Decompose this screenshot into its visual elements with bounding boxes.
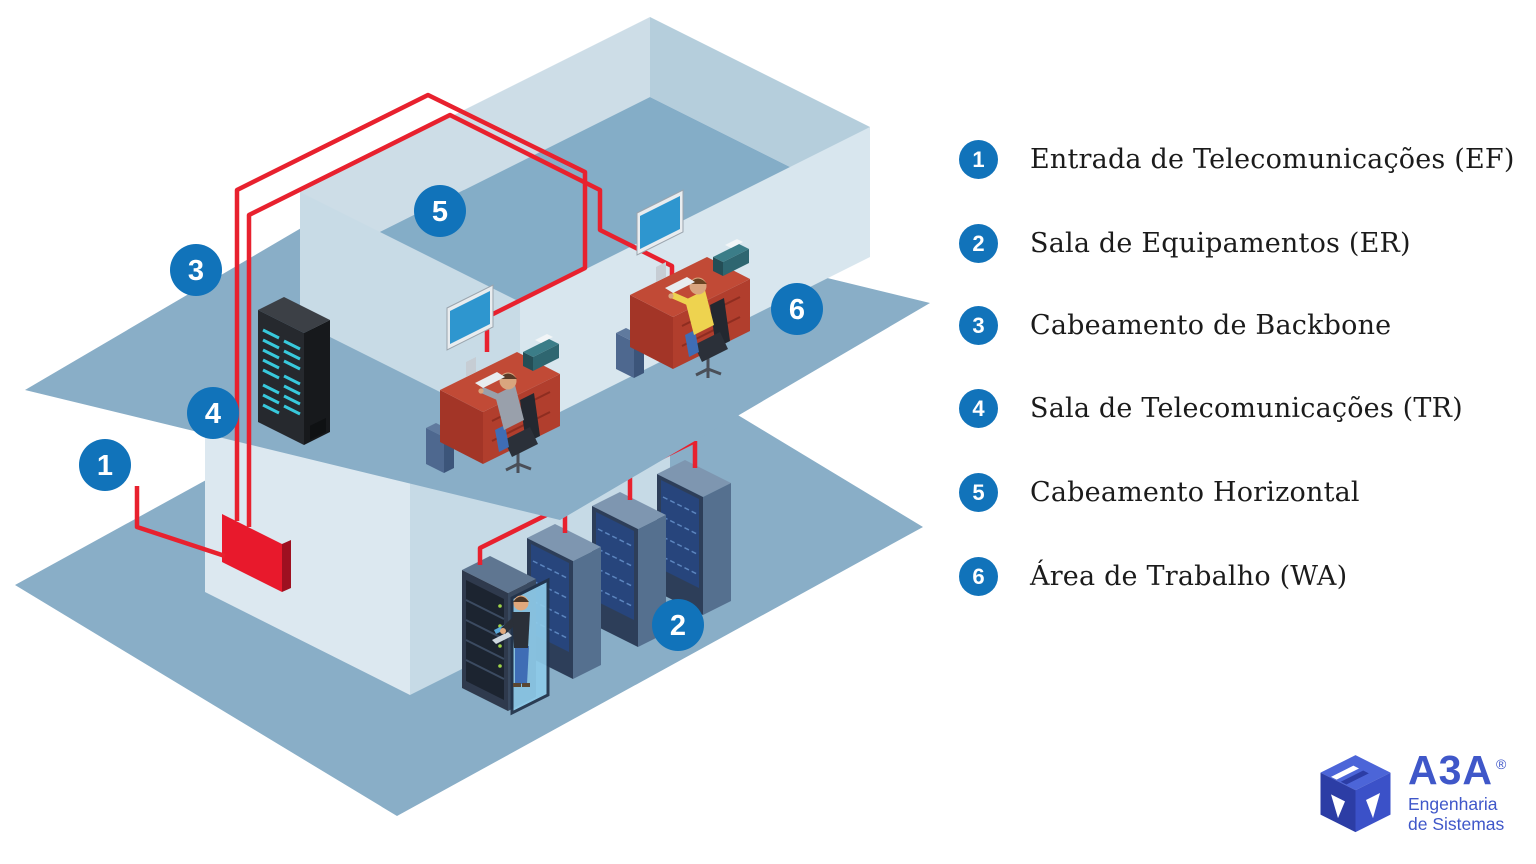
entrance-cable <box>134 486 226 559</box>
legend-item-horizontal: 5 Cabeamento Horizontal <box>959 472 1360 512</box>
keyboard <box>475 372 505 388</box>
diagram-badge-5: 5 <box>414 185 466 237</box>
open-server-rack <box>462 556 550 716</box>
monitor <box>636 189 684 282</box>
legend-label: Sala de Telecomunicações (TR) <box>1030 392 1463 424</box>
diagram-badge-3: 3 <box>170 244 222 296</box>
legend-item-backbone: 3 Cabeamento de Backbone <box>959 305 1391 345</box>
logo-tagline-line1: Engenharia <box>1408 794 1498 814</box>
cable-to-equipment-room <box>477 438 698 565</box>
isometric-building-diagram: 1 2 3 4 5 6 <box>15 17 930 816</box>
badge-number: 2 <box>670 610 686 642</box>
legend-badge: 2 <box>959 223 998 263</box>
logo-tagline-line2: de Sistemas <box>1408 814 1505 835</box>
seated-person <box>478 372 524 452</box>
backbone-horizontal-cable-2 <box>246 112 675 527</box>
keyboard <box>665 277 695 293</box>
legend-item-area-trabalho: 6 Área de Trabalho (WA) <box>959 556 1347 596</box>
diagram-badge-1: 1 <box>79 439 131 491</box>
equipment-room-racks <box>462 438 731 716</box>
monitor <box>446 284 494 377</box>
legend-badge: 5 <box>959 472 998 512</box>
badge-number: 4 <box>205 398 221 430</box>
office-chair <box>504 393 540 473</box>
printer <box>523 334 559 371</box>
legend-label: Área de Trabalho (WA) <box>1030 560 1348 592</box>
badge-number: 6 <box>789 294 805 326</box>
legend-badge: 1 <box>959 139 998 179</box>
legend-label: Entrada de Telecomunicações (EF) <box>1030 143 1515 175</box>
company-logo: A3A® Engenharia de Sistemas <box>1282 744 1507 844</box>
technician-figure <box>500 595 530 687</box>
rack-led-lights <box>262 328 301 416</box>
legend-badge: 3 <box>959 305 998 345</box>
legend-item-sala-equipamentos: 2 Sala de Equipamentos (ER) <box>959 223 1411 263</box>
telecom-room-rack <box>258 297 330 445</box>
office-chair <box>694 298 730 378</box>
legend-badge: 6 <box>959 556 998 596</box>
diagram-badge-2: 2 <box>652 599 704 651</box>
logo-text: A3A® Engenharia de Sistemas <box>1408 750 1507 835</box>
legend-item-entrada: 1 Entrada de Telecomunicações (EF) <box>959 139 1515 179</box>
room-wall-southwest <box>300 192 520 432</box>
badge-number: 3 <box>188 255 204 287</box>
badge-number: 1 <box>97 450 113 482</box>
logo-tagline: Engenharia de Sistemas <box>1408 794 1507 834</box>
room-inner-wall-left <box>300 17 650 272</box>
telecom-entrance-panel <box>222 514 291 592</box>
legend-item-sala-telecom: 4 Sala de Telecomunicações (TR) <box>959 388 1463 428</box>
legend-label: Cabeamento de Backbone <box>1030 309 1392 341</box>
legend-label: Sala de Equipamentos (ER) <box>1030 227 1411 259</box>
logo-brand-name: A3A <box>1408 747 1494 793</box>
server-rack <box>657 460 731 615</box>
registered-mark: ® <box>1496 756 1508 773</box>
workstation <box>426 284 560 473</box>
printer <box>713 239 749 276</box>
diagram-badge-4: 4 <box>187 387 239 439</box>
workstation <box>616 189 750 378</box>
a3a-cube-icon <box>1320 755 1391 833</box>
badge-number: 5 <box>432 196 448 228</box>
logo-brand: A3A® <box>1408 750 1507 791</box>
diagram-badge-6: 6 <box>771 283 823 335</box>
legend-label: Cabeamento Horizontal <box>1030 476 1360 508</box>
legend-badge: 4 <box>959 388 998 428</box>
